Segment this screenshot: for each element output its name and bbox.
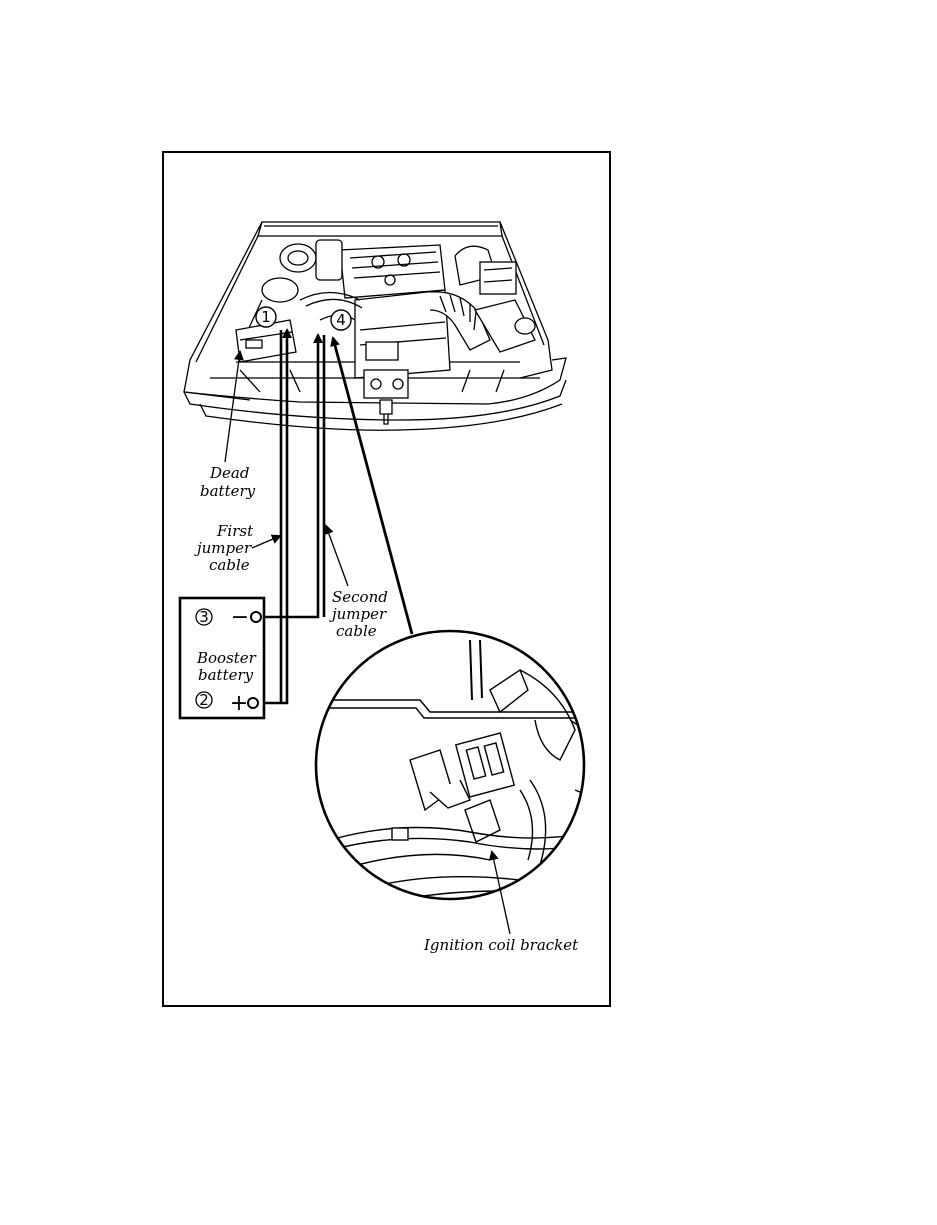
engine-compartment-illustration	[184, 222, 566, 430]
negative-terminal-symbol: −	[231, 605, 249, 630]
booster-battery-label-line1: Booster	[196, 649, 257, 667]
second-jumper-cable-label-line3: cable	[336, 622, 377, 640]
second-jumper-cable-callout: Second jumper cable	[326, 526, 388, 640]
ignition-coil-detail	[300, 631, 600, 900]
second-jumper-cable-label-line2: jumper	[329, 605, 387, 623]
first-jumper-cable-label-line3: cable	[209, 556, 250, 574]
step-1-callout: 1	[256, 307, 276, 327]
step-4-number: 4	[336, 311, 346, 329]
ignition-coil-bracket-label: Ignition coil bracket	[423, 936, 579, 954]
step-3-number: 3	[199, 608, 209, 626]
positive-terminal	[248, 698, 258, 708]
dead-battery-label-line1: Dead	[209, 464, 249, 482]
booster-battery: Booster battery 3 − 2 +	[180, 598, 264, 718]
first-jumper-cable-callout: First jumper cable	[194, 522, 280, 574]
second-jumper-cable-label-line1: Second	[332, 588, 388, 606]
step-4-callout: 4	[331, 310, 351, 330]
dead-battery-callout: Dead battery	[200, 352, 256, 500]
first-jumper-cable-label-line1: First	[216, 522, 254, 540]
positive-terminal-symbol: +	[230, 691, 248, 716]
booster-battery-label-line2: battery	[198, 666, 254, 684]
step-2-number: 2	[199, 691, 209, 709]
negative-terminal	[251, 612, 261, 622]
step-1-number: 1	[261, 308, 271, 326]
dead-battery-label-line2: battery	[200, 482, 256, 500]
first-jumper-cable-label-line2: jumper	[194, 539, 252, 557]
